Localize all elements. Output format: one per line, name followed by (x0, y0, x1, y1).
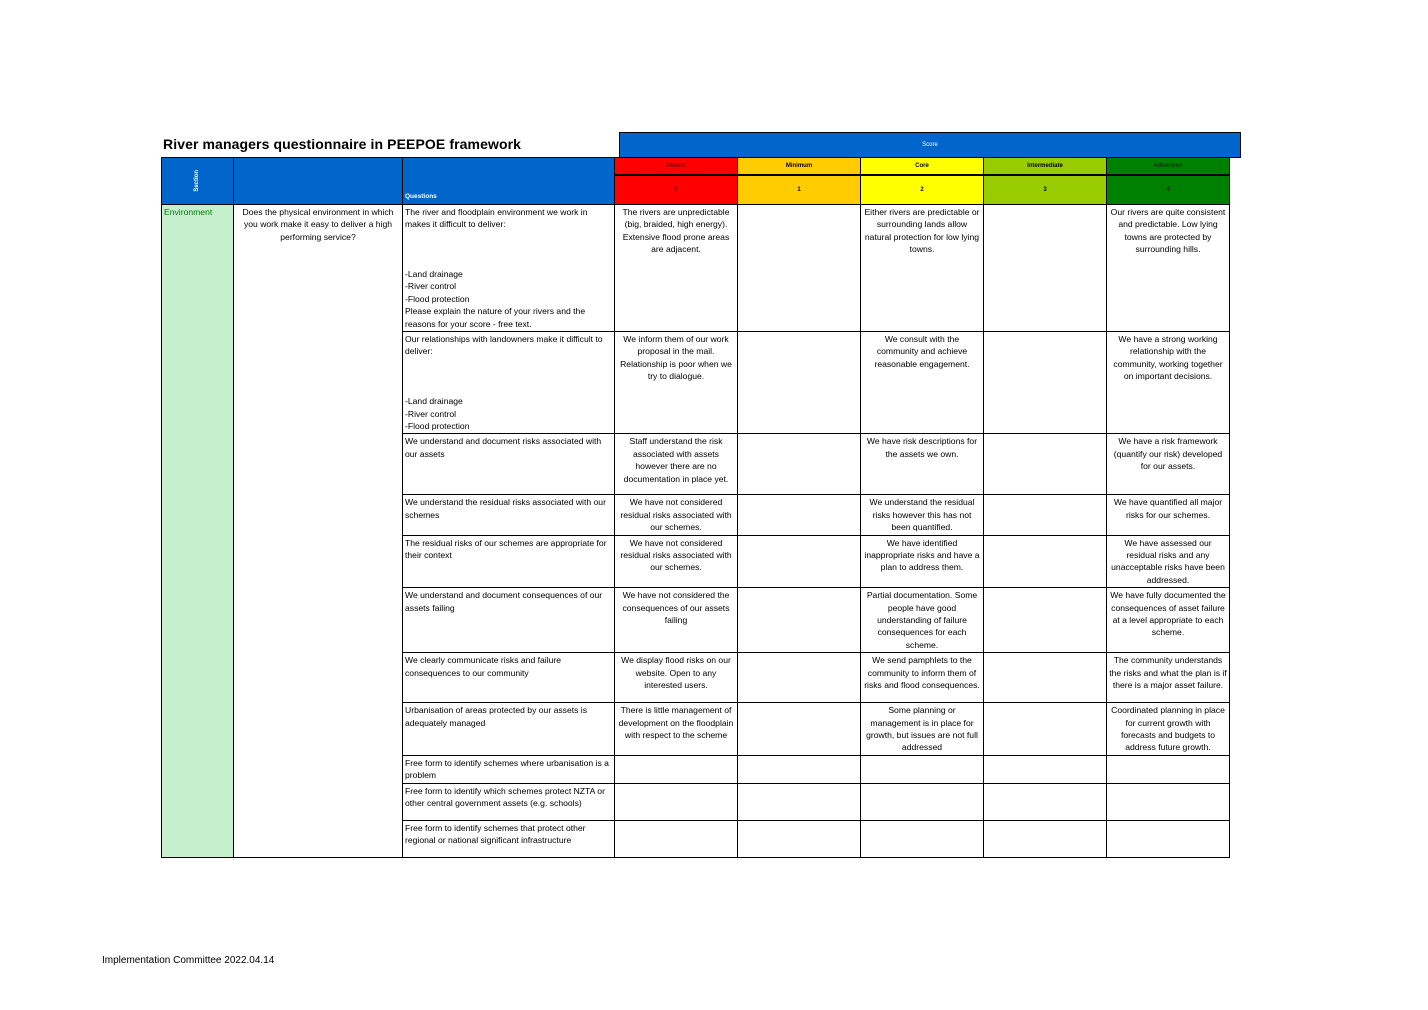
page-title: River managers questionnaire in PEEPOE f… (163, 136, 522, 152)
level-minimum-cell (737, 652, 861, 704)
question-cell: Free form to identify schemes where urba… (402, 754, 615, 784)
level-intermediate-cell (983, 587, 1107, 654)
level-intermediate-cell (983, 433, 1107, 496)
level-advanced-cell: The community understands the risks and … (1106, 652, 1230, 704)
question-cell: We understand and document consequences … (402, 587, 615, 654)
level-advanced-cell: We have assessed our residual risks and … (1106, 534, 1230, 589)
question-cell: Free form to identify schemes that prote… (402, 819, 615, 858)
section-prompt-cell: Does the physical environment in which y… (233, 204, 403, 858)
table-row: Urbanisation of areas protected by our a… (162, 702, 1230, 756)
level-intermediate-cell (983, 331, 1107, 435)
level-intermediate-cell (983, 494, 1107, 536)
level-absent-cell: We have not considered the consequences … (614, 587, 738, 654)
score-minimum: 1 (737, 173, 861, 205)
level-intermediate-cell (983, 754, 1107, 784)
questions-header: Questions (402, 157, 615, 205)
question-cell: We clearly communicate risks and failure… (402, 652, 615, 704)
table-row: Free form to identify schemes where urba… (162, 754, 1230, 784)
level-core-cell: We have identified inappropriate risks a… (860, 534, 984, 589)
score-absent: 0 (614, 173, 738, 205)
table-row: We clearly communicate risks and failure… (162, 652, 1230, 704)
table-row: The residual risks of our schemes are ap… (162, 534, 1230, 589)
level-intermediate-cell (983, 652, 1107, 704)
table-row: Our relationships with landowners make i… (162, 331, 1230, 435)
level-absent-cell: We display flood risks on our website. O… (614, 652, 738, 704)
level-intermediate-cell (983, 203, 1107, 333)
level-intermediate-header: Intermediate (983, 157, 1107, 175)
score-banner: Score (619, 132, 1241, 158)
level-absent-header: Absent (614, 157, 738, 175)
level-absent-cell: Staff understand the risk associated wit… (614, 433, 738, 496)
level-core-cell: We understand the residual risks however… (860, 494, 984, 536)
question-cell: Urbanisation of areas protected by our a… (402, 702, 615, 756)
prompt-header (233, 157, 403, 205)
level-minimum-cell (737, 433, 861, 496)
question-cell: The river and floodplain environment we … (402, 203, 615, 333)
section-cell: Environment (161, 204, 234, 858)
level-core-cell: We have risk descriptions for the assets… (860, 433, 984, 496)
level-absent-cell (614, 754, 738, 784)
table-row: We understand and document risks associa… (162, 433, 1230, 496)
level-absent-cell (614, 819, 738, 858)
level-minimum-cell (737, 782, 861, 821)
question-cell: We understand the residual risks associa… (402, 494, 615, 536)
question-cell: Free form to identify which schemes prot… (402, 782, 615, 821)
level-intermediate-cell (983, 534, 1107, 589)
question-cell: The residual risks of our schemes are ap… (402, 534, 615, 589)
level-advanced-cell (1106, 782, 1230, 821)
level-advanced-header: Advanced (1106, 157, 1230, 175)
level-core-cell (860, 754, 984, 784)
level-advanced-cell (1106, 754, 1230, 784)
level-advanced-cell: We have fully documented the consequence… (1106, 587, 1230, 654)
question-cell: Our relationships with landowners make i… (402, 331, 615, 435)
level-minimum-cell (737, 494, 861, 536)
level-absent-cell: There is little management of developmen… (614, 702, 738, 756)
level-intermediate-cell (983, 782, 1107, 821)
level-core-header: Core (860, 157, 984, 175)
level-core-cell: Either rivers are predictable or surroun… (860, 203, 984, 333)
level-core-cell (860, 782, 984, 821)
level-minimum-header: Minimum (737, 157, 861, 175)
level-absent-cell: The rivers are unpredictable (big, braid… (614, 203, 738, 333)
level-minimum-cell (737, 534, 861, 589)
level-minimum-cell (737, 754, 861, 784)
table-row: We understand the residual risks associa… (162, 494, 1230, 536)
level-absent-cell: We have not considered residual risks as… (614, 534, 738, 589)
level-minimum-cell (737, 819, 861, 858)
level-core-cell: Some planning or management is in place … (860, 702, 984, 756)
level-minimum-cell (737, 331, 861, 435)
score-intermediate: 3 (983, 173, 1107, 205)
section-header-label: Section (194, 170, 201, 192)
level-core-cell: Partial documentation. Some people have … (860, 587, 984, 654)
level-advanced-cell: Coordinated planning in place for curren… (1106, 702, 1230, 756)
level-minimum-cell (737, 203, 861, 333)
level-core-cell (860, 819, 984, 858)
level-absent-cell (614, 782, 738, 821)
questionnaire-table: Section Questions Absent Minimum Core In… (161, 157, 1230, 858)
level-absent-cell: We inform them of our work proposal in t… (614, 331, 738, 435)
level-intermediate-cell (983, 702, 1107, 756)
level-core-cell: We send pamphlets to the community to in… (860, 652, 984, 704)
table-row: We understand and document consequences … (162, 587, 1230, 654)
level-intermediate-cell (983, 819, 1107, 858)
question-cell: We understand and document risks associa… (402, 433, 615, 496)
level-advanced-cell: Our rivers are quite consistent and pred… (1106, 203, 1230, 333)
table-row: Free form to identify schemes that prote… (162, 819, 1230, 858)
level-advanced-cell (1106, 819, 1230, 858)
footer-text: Implementation Committee 2022.04.14 (102, 955, 275, 966)
section-header: Section (161, 157, 234, 205)
level-advanced-cell: We have a risk framework (quantify our r… (1106, 433, 1230, 496)
level-minimum-cell (737, 587, 861, 654)
level-absent-cell: We have not considered residual risks as… (614, 494, 738, 536)
score-core: 2 (860, 173, 984, 205)
level-core-cell: We consult with the community and achiev… (860, 331, 984, 435)
score-advanced: 4 (1106, 173, 1230, 205)
level-advanced-cell: We have quantified all major risks for o… (1106, 494, 1230, 536)
level-minimum-cell (737, 702, 861, 756)
level-advanced-cell: We have a strong working relationship wi… (1106, 331, 1230, 435)
